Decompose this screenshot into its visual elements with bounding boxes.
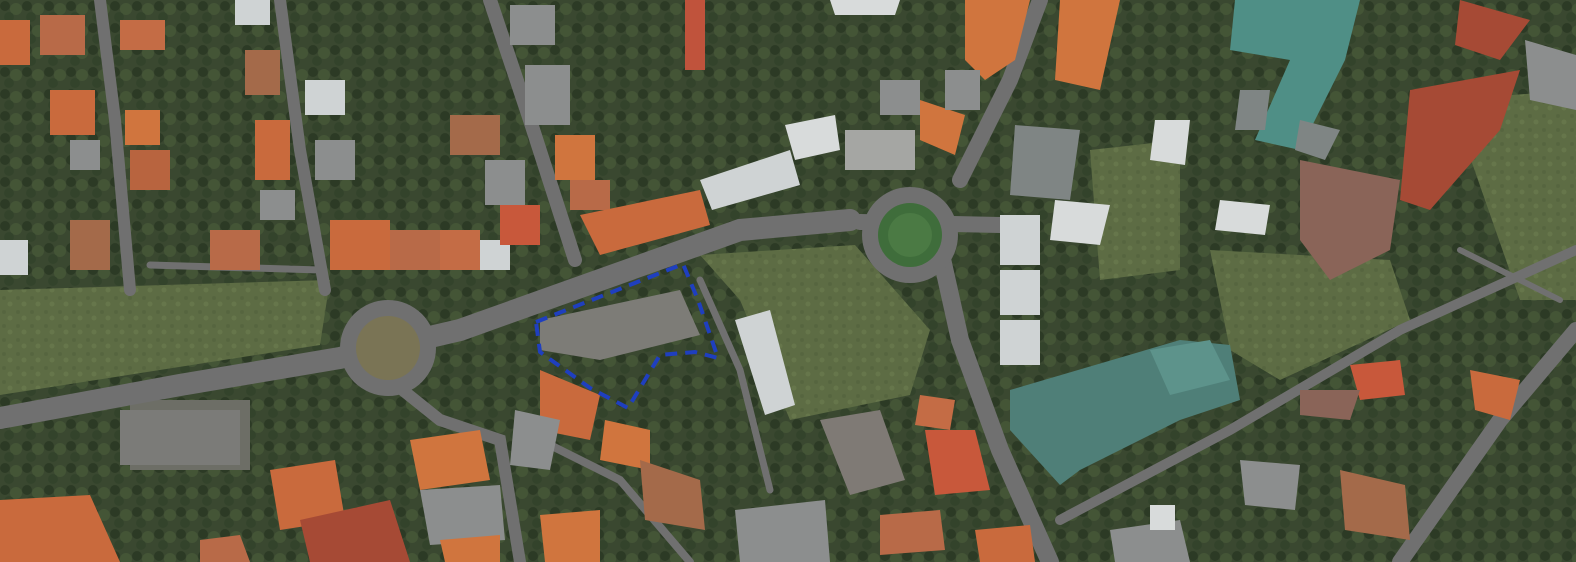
building-slab-north (700, 150, 800, 210)
parking-lot-south (120, 410, 240, 465)
building-slab-central (735, 310, 795, 415)
building-teal-roof (1230, 0, 1360, 150)
parking-lot (540, 290, 700, 360)
roundabouts (340, 187, 958, 396)
